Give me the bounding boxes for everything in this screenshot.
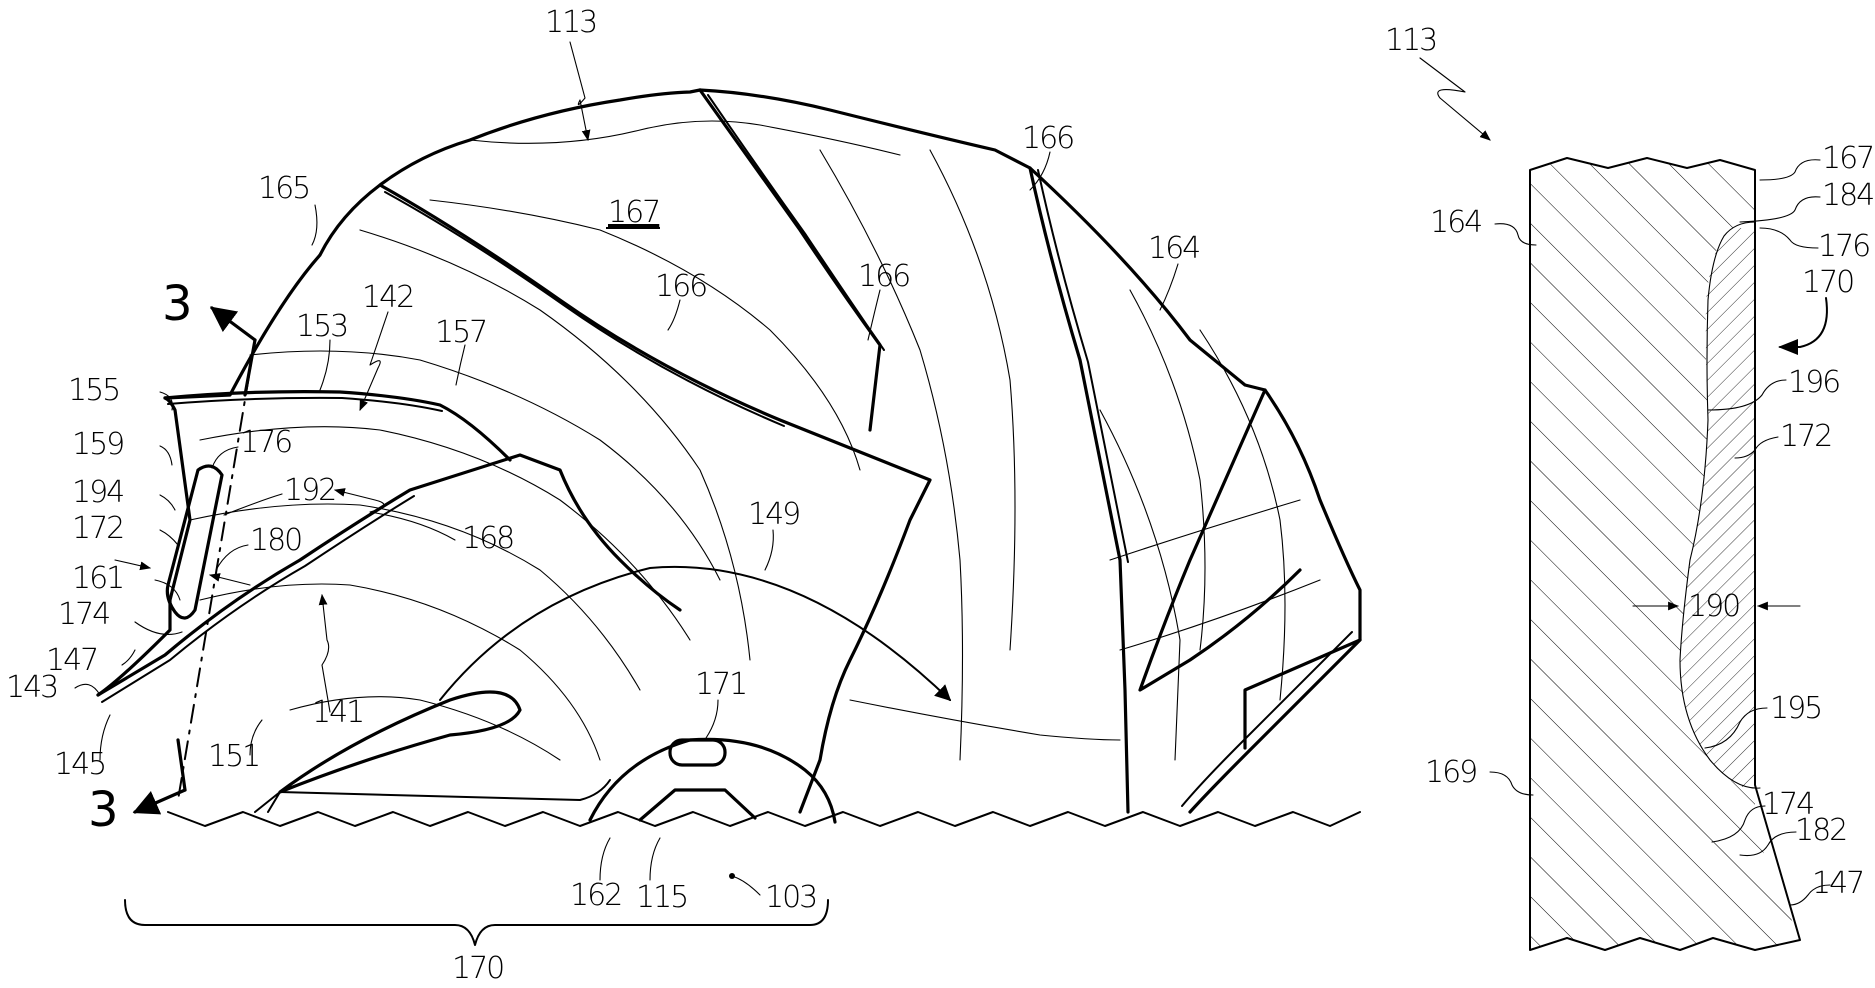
right-view-labels: 113 167 184 176 170 164 196 172 190 195 … <box>1385 23 1875 901</box>
label-165: 165 <box>258 171 309 206</box>
leader-113 <box>569 41 591 142</box>
fillet-pocket <box>278 690 522 794</box>
label-169: 169 <box>1425 755 1476 790</box>
label-162: 162 <box>570 878 621 913</box>
label-115: 115 <box>636 880 687 915</box>
label-190: 190 <box>1688 589 1739 624</box>
label-171: 171 <box>695 667 746 702</box>
label-113-right: 113 <box>1385 23 1436 58</box>
label-166-b: 166 <box>858 259 909 294</box>
label-153: 153 <box>296 309 347 344</box>
section-view-3-3 <box>1419 57 1831 951</box>
blade-166-mid <box>698 88 882 432</box>
label-182: 182 <box>1795 813 1846 848</box>
label-155: 155 <box>68 373 119 408</box>
blade-front-edge <box>101 495 415 703</box>
section-arrow-bottom <box>132 788 187 815</box>
label-166-a: 166 <box>655 269 706 304</box>
blade-164 <box>1028 166 1130 814</box>
coating-interface-196 <box>1679 221 1761 789</box>
label-164: 164 <box>1148 231 1199 266</box>
leader-170-right <box>1778 297 1828 355</box>
label-176-right: 176 <box>1818 229 1869 264</box>
label-164-right: 164 <box>1430 205 1481 240</box>
label-section-3-bottom: 3 <box>88 782 117 838</box>
label-167-right: 167 <box>1822 141 1873 176</box>
label-184: 184 <box>1822 178 1873 213</box>
label-159: 159 <box>72 427 123 462</box>
leader-113-right <box>1419 57 1491 141</box>
brace-170 <box>124 899 829 946</box>
label-176: 176 <box>240 425 291 460</box>
rotation-arrow-149 <box>439 566 952 702</box>
slot-171 <box>668 738 727 767</box>
label-167: 167 <box>608 195 659 230</box>
surface-contour-lines <box>189 120 1321 761</box>
label-192: 192 <box>284 473 335 508</box>
axis-point-103 <box>729 873 735 879</box>
blade-substrate-164 <box>1530 158 1800 950</box>
label-161: 161 <box>72 561 123 596</box>
label-170: 170 <box>452 951 503 986</box>
label-172: 172 <box>72 511 123 546</box>
leader-lines-right <box>1489 159 1831 906</box>
dovetail-115 <box>638 788 757 822</box>
leader-141 <box>318 593 331 713</box>
label-149: 149 <box>748 497 799 532</box>
label-174-right: 174 <box>1762 787 1813 822</box>
label-141: 141 <box>312 695 363 730</box>
label-section-3-top: 3 <box>162 276 191 332</box>
label-142: 142 <box>362 280 413 315</box>
section-arrow-top <box>209 306 257 342</box>
label-174: 174 <box>58 597 109 632</box>
label-151: 151 <box>208 739 259 774</box>
label-147: 147 <box>46 643 97 678</box>
label-195: 195 <box>1770 691 1821 726</box>
rotor-break-line <box>167 811 1361 827</box>
rotor-perspective-view <box>74 41 1362 946</box>
left-view-labels: 113 167 165 166 166 166 164 3 3 142 153 … <box>6 5 1201 986</box>
label-143: 143 <box>6 670 57 705</box>
label-194: 194 <box>72 475 123 510</box>
label-103: 103 <box>765 880 816 915</box>
leader-142 <box>359 311 389 412</box>
label-157: 157 <box>435 315 486 350</box>
substrate-outline <box>1529 157 1801 951</box>
label-145: 145 <box>54 747 105 782</box>
label-147-right: 147 <box>1812 866 1863 901</box>
label-180: 180 <box>250 523 301 558</box>
platform-top <box>163 390 512 462</box>
label-166-c: 166 <box>1022 121 1073 156</box>
leader-168 <box>333 488 456 541</box>
leader-lines-left <box>74 151 1179 896</box>
label-113: 113 <box>545 5 596 40</box>
label-196: 196 <box>1788 365 1839 400</box>
blade-167 <box>378 183 932 814</box>
label-168: 168 <box>462 521 513 556</box>
label-170-right: 170 <box>1802 265 1853 300</box>
label-172-right: 172 <box>1780 419 1831 454</box>
thickness-arrows-180 <box>114 559 152 571</box>
hub-arch <box>588 737 837 824</box>
blade-front <box>96 453 682 697</box>
